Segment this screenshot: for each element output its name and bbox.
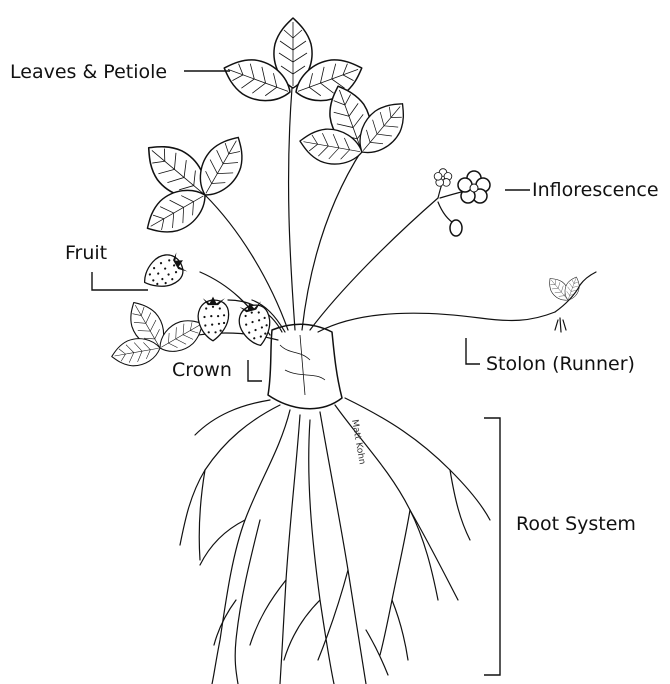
leaf-icon xyxy=(109,18,582,370)
label-inflorescence: Inflorescence xyxy=(532,179,659,201)
label-leaves-petiole: Leaves & Petiole xyxy=(10,61,167,83)
root-system-drawing xyxy=(180,398,490,684)
label-crown: Crown xyxy=(172,359,232,381)
crown-drawing xyxy=(268,324,342,408)
flower-icon xyxy=(434,169,490,236)
label-stolon: Stolon (Runner) xyxy=(486,353,635,375)
label-fruit: Fruit xyxy=(65,242,107,264)
label-root-system: Root System xyxy=(516,513,636,535)
